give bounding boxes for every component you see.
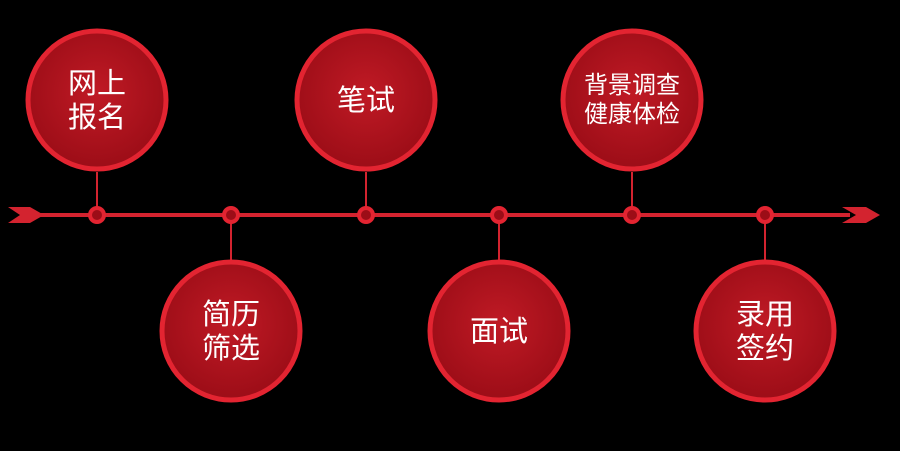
timeline-end-arrow-icon: [842, 207, 880, 223]
axis-dot-3: [357, 206, 375, 224]
step-label-line: 录用: [735, 296, 794, 331]
step-label-resume-screening: 简历 筛选: [171, 271, 291, 391]
step-label-line: 筛选: [201, 331, 260, 365]
step-label-online-registration: 网上 报名: [37, 40, 157, 160]
axis-dot-5: [623, 206, 641, 224]
step-label-background-check: 背景调查 健康体检: [567, 40, 697, 160]
step-circle-1: [25, 28, 169, 172]
step-circle-2: [159, 259, 303, 403]
axis-dot-2: [222, 206, 240, 224]
step-label-line: 简历: [201, 296, 260, 331]
step-label-line: 网上: [67, 65, 126, 100]
step-label-line: 笔试: [336, 82, 395, 117]
step-circle-5: [560, 28, 704, 172]
timeline-start-arrow-icon: [8, 207, 44, 223]
axis-dot-1: [88, 206, 106, 224]
step-label-line: 背景调查: [584, 71, 680, 100]
step-circle-4: [427, 259, 571, 403]
step-label-written-test: 笔试: [306, 40, 426, 160]
step-label-line: 面试: [469, 313, 528, 348]
step-label-hire-sign: 录用 签约: [705, 271, 825, 391]
step-label-line: 报名: [67, 100, 126, 134]
axis-dot-4: [490, 206, 508, 224]
axis-dot-6: [756, 206, 774, 224]
step-label-line: 健康体检: [584, 100, 680, 128]
step-label-interview: 面试: [439, 271, 559, 391]
step-circle-6: [693, 259, 837, 403]
step-circle-3: [294, 28, 438, 172]
step-label-line: 签约: [735, 331, 794, 365]
